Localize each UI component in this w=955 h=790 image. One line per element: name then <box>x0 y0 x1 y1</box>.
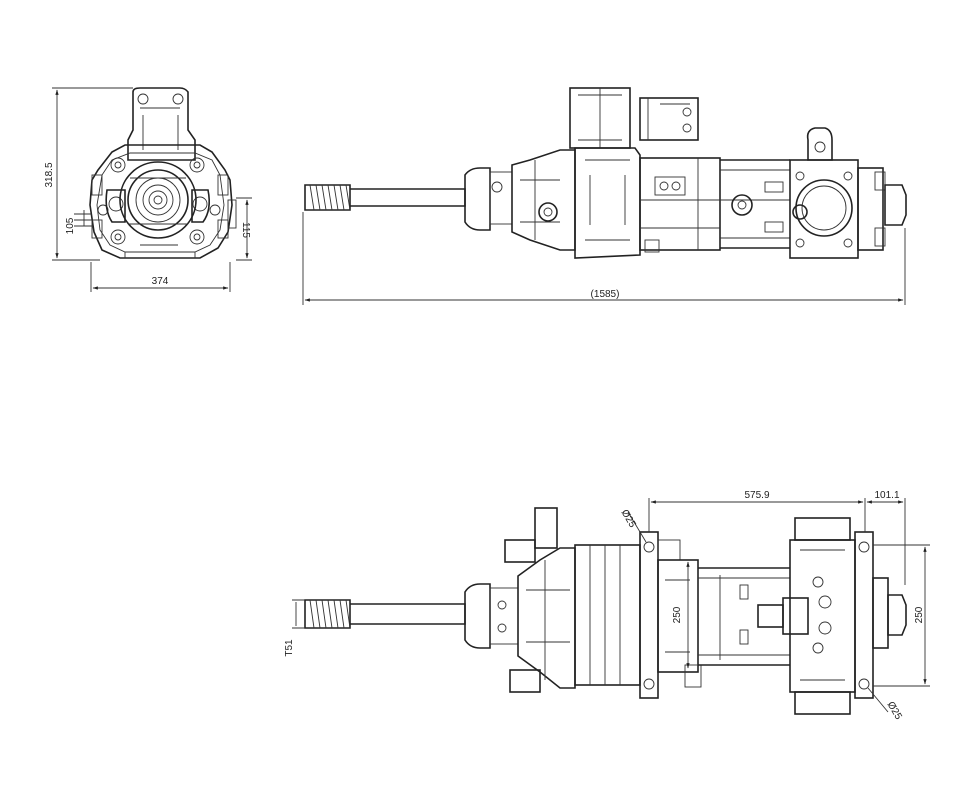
front-height-dim: 318.5 <box>44 162 55 187</box>
top-hole-top: Ø25 <box>619 508 638 530</box>
top-height-dim: 250 <box>914 606 925 623</box>
top-shank-dim: T51 <box>284 639 295 657</box>
front-view-dimensions: 318.5 105 374 115 <box>44 87 252 292</box>
top-view-dimensions: 575.9 101.1 Ø25 Ø25 250 250 T51 <box>284 490 930 722</box>
front-offset-dim: 105 <box>65 217 76 234</box>
side-length-dim: (1585) <box>591 289 620 300</box>
top-view <box>304 507 907 715</box>
front-view <box>74 87 237 259</box>
top-inner-dim: 250 <box>672 606 683 623</box>
side-view-dimensions: (1585) <box>302 212 906 305</box>
front-width-dim: 374 <box>152 276 169 287</box>
top-length-dim: 575.9 <box>744 490 769 501</box>
top-end-dim: 101.1 <box>874 490 899 501</box>
side-view <box>304 87 907 259</box>
front-side-dim: 115 <box>240 222 251 238</box>
